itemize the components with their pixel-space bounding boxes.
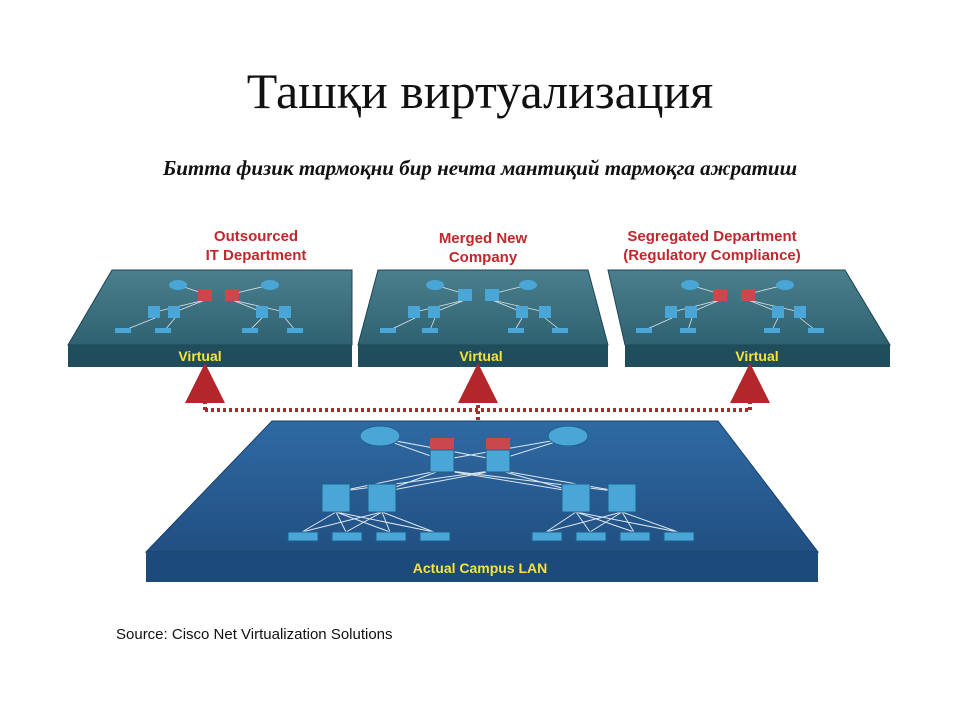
platform-label: Virtual (459, 348, 502, 364)
access-switch-icon (808, 328, 824, 333)
network-title-line1: Outsourced (214, 228, 298, 245)
access-switch-icon (508, 328, 524, 333)
virtualization-connectors (185, 363, 770, 420)
access-switch-icon (663, 531, 695, 542)
router-icon (547, 425, 589, 447)
distribution-switch-icon (561, 483, 591, 513)
router-icon (261, 280, 279, 290)
core-switch-icon (485, 289, 499, 301)
network-title-line2: IT Department (206, 247, 307, 264)
network-title-line1: Merged New (439, 230, 528, 247)
distribution-switch-icon (428, 306, 440, 318)
network-title-line2: (Regulatory Compliance) (623, 247, 801, 264)
distribution-switch-icon (665, 306, 677, 318)
network-title-line2: Company (449, 249, 518, 266)
distribution-switch-icon (321, 483, 351, 513)
virtual-network-merged-company: Merged New Company Virtual (357, 230, 609, 367)
access-switch-icon (287, 328, 303, 333)
distribution-switch-icon (367, 483, 397, 513)
access-switch-icon (552, 328, 568, 333)
router-icon (519, 280, 537, 290)
core-switch-icon (225, 289, 239, 301)
physical-network-campus-lan: Actual Campus LAN (144, 420, 820, 582)
distribution-switch-icon (772, 306, 784, 318)
distribution-switch-icon (607, 483, 637, 513)
platform-side (68, 345, 352, 367)
access-switch-icon (115, 328, 131, 333)
core-switch-icon (485, 449, 511, 473)
distribution-switch-icon (279, 306, 291, 318)
access-switch-icon (242, 328, 258, 333)
core-switch-top-icon (486, 438, 510, 450)
router-icon (776, 280, 794, 290)
page-title: Ташқи виртуализация (246, 63, 714, 119)
campus-platform-label: Actual Campus LAN (413, 560, 548, 576)
router-icon (169, 280, 187, 290)
platform-label: Virtual (178, 348, 221, 364)
network-title-line1: Segregated Department (627, 228, 796, 245)
platform-top (67, 269, 353, 346)
platform-label: Virtual (735, 348, 778, 364)
virtual-network-outsourced-it: Outsourced IT Department Virtual (67, 228, 353, 367)
access-switch-icon (419, 531, 451, 542)
distribution-switch-icon (794, 306, 806, 318)
router-icon (681, 280, 699, 290)
campus-platform-side (146, 552, 818, 582)
virtual-network-segregated-department: Segregated Department (Regulatory Compli… (607, 228, 891, 367)
access-switch-icon (619, 531, 651, 542)
router-icon (359, 425, 401, 447)
router-icon (426, 280, 444, 290)
distribution-switch-icon (256, 306, 268, 318)
access-switch-icon (636, 328, 652, 333)
access-switch-icon (375, 531, 407, 542)
distribution-switch-icon (539, 306, 551, 318)
campus-platform-top (144, 420, 820, 553)
platform-top (607, 269, 891, 346)
platform-side (358, 345, 608, 367)
access-switch-icon (380, 328, 396, 333)
access-switch-icon (764, 328, 780, 333)
core-switch-icon (713, 289, 727, 301)
distribution-switch-icon (516, 306, 528, 318)
access-switch-icon (287, 531, 319, 542)
access-switch-icon (155, 328, 171, 333)
access-switch-icon (331, 531, 363, 542)
distribution-switch-icon (685, 306, 697, 318)
distribution-switch-icon (148, 306, 160, 318)
access-switch-icon (680, 328, 696, 333)
source-citation: Source: Cisco Net Virtualization Solutio… (116, 626, 393, 643)
platform-top (357, 269, 609, 346)
core-switch-icon (429, 449, 455, 473)
core-switch-top-icon (430, 438, 454, 450)
platform-side (625, 345, 890, 367)
access-switch-icon (422, 328, 438, 333)
distribution-switch-icon (168, 306, 180, 318)
core-switch-icon (458, 289, 472, 301)
core-switch-icon (741, 289, 755, 301)
page-subtitle: Битта физик тармоқни бир нечта мантиқий … (162, 156, 798, 180)
distribution-switch-icon (408, 306, 420, 318)
core-switch-icon (198, 289, 212, 301)
access-switch-icon (531, 531, 563, 542)
access-switch-icon (575, 531, 607, 542)
